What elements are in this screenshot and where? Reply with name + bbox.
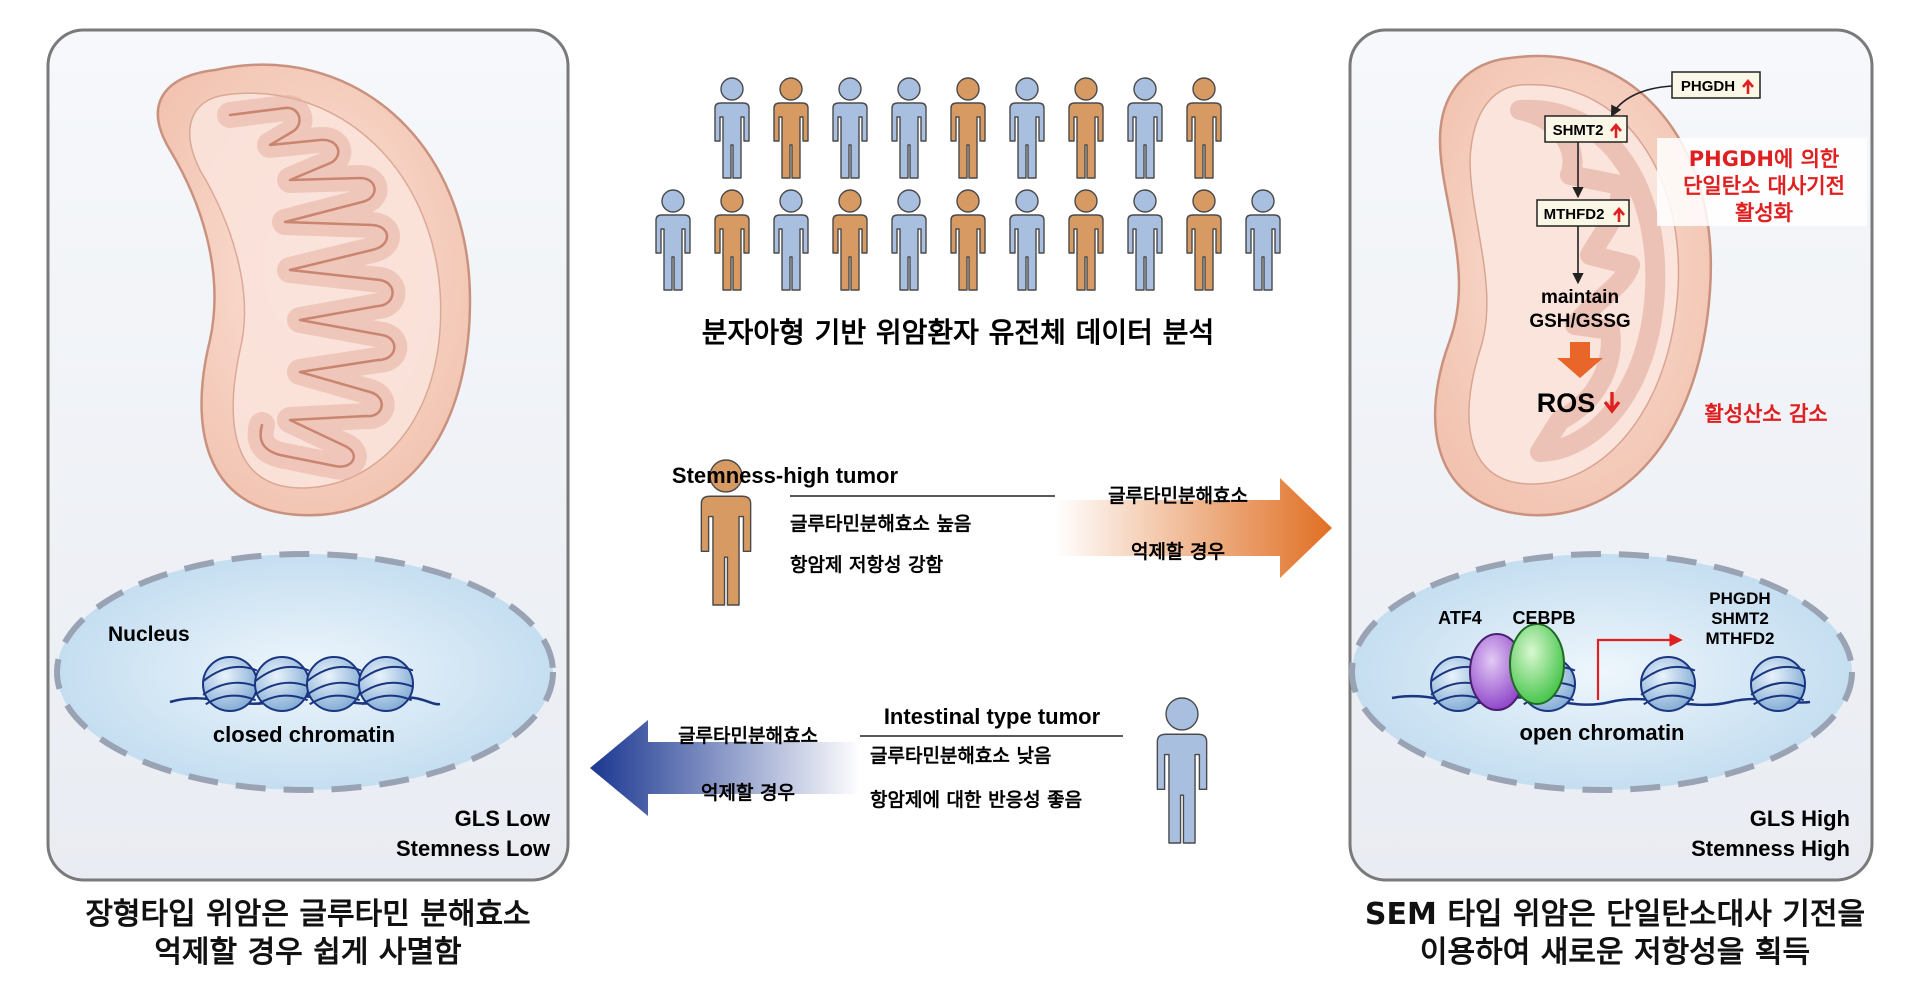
left-nucleus: Nucleus closed chromatin: [54, 551, 556, 793]
patient-figure: [891, 189, 927, 291]
one-carbon-pathway: PHGDH SHMT2 MTHFD2 maintain GSH/GSSG ROS: [1529, 71, 1761, 418]
intestinal-patient-icon: [1156, 697, 1208, 844]
patient-figure: [1127, 189, 1163, 291]
left-status-stemness: Stemness Low: [396, 836, 551, 861]
right-arrow-bottom-label: 억제할 경우: [1131, 540, 1225, 563]
maintain-label: maintain: [1541, 287, 1619, 308]
left-status-gls: GLS Low: [455, 806, 551, 831]
left-arrow-top-label: 글루타민분해효소: [678, 725, 818, 747]
intestinal-line1: 글루타민분해효소 낮음: [870, 745, 1051, 767]
left-mitochondrion: [156, 63, 472, 517]
right-caption-line2: 이용하여 새로운 저항성을 획득: [1419, 935, 1811, 970]
cebpb-label: CEBPB: [1512, 608, 1575, 628]
nucleus-label: Nucleus: [108, 623, 190, 646]
phgdh-up-icon: [1742, 78, 1754, 94]
nucleosome: [358, 656, 414, 712]
stemness-high-line1: 글루타민분해효소 높음: [790, 513, 971, 535]
right-status-gls: GLS High: [1750, 806, 1850, 831]
right-nucleus: ATF4 CEBPB PHGDH SHMT2 MTHFD2 open chrom…: [1349, 551, 1855, 793]
ros-label: ROS: [1537, 388, 1596, 418]
open-chromatin-label: open chromatin: [1519, 720, 1684, 745]
patient-figure: [891, 77, 927, 179]
patient-figure: [950, 77, 986, 179]
patient-figure: [714, 77, 750, 179]
ros-annotation: 활성산소 감소: [1704, 402, 1827, 426]
intestinal-title: Intestinal type tumor: [884, 704, 1101, 729]
patient-figure: [950, 189, 986, 291]
patient-figure: [1127, 77, 1163, 179]
nucleosome: [1750, 656, 1806, 712]
left-caption: 장형타입 위암은 글루타민 분해효소 억제할 경우 쉽게 사멸함: [48, 896, 568, 972]
patient-figure: [832, 189, 868, 291]
ros-down-icon: [1603, 392, 1621, 414]
annotation-line1: PHGDH에 의한: [1689, 147, 1839, 171]
patient-figure: [773, 77, 809, 179]
right-arrow-top-label: 글루타민분해효소: [1108, 485, 1248, 507]
decrease-arrow-icon: [1557, 342, 1603, 378]
shmt2-up-icon: [1610, 122, 1622, 138]
phgdh-label: PHGDH: [1681, 78, 1735, 95]
patient-figure: [1068, 189, 1104, 291]
inhibition-arrow-right: [1055, 478, 1332, 578]
intestinal-line2: 항암제에 대한 반응성 좋음: [870, 789, 1082, 811]
left-caption-line1: 장형타입 위암은 글루타민 분해효소: [85, 897, 531, 932]
stemness-high-patient-icon: [700, 459, 752, 606]
patient-figure: [1068, 77, 1104, 179]
right-caption-line1: SEM 타입 위암은 단일탄소대사 기전을: [1364, 897, 1866, 932]
gsh-gssg-label: GSH/GSSG: [1529, 311, 1630, 332]
patient-figure: [773, 189, 809, 291]
target-gene-1: PHGDH: [1709, 589, 1770, 608]
right-mitochondrion: [1433, 55, 1713, 517]
patient-figure: [1186, 77, 1222, 179]
right-caption: SEM 타입 위암은 단일탄소대사 기전을 이용하여 새로운 저항성을 획득: [1330, 896, 1900, 972]
mthfd2-up-icon: [1613, 206, 1625, 222]
patient-figure: [1186, 189, 1222, 291]
mthfd2-box: [1536, 199, 1630, 227]
target-gene-3: MTHFD2: [1706, 629, 1775, 648]
patient-figure: [1009, 189, 1045, 291]
annotation-line3: 활성화: [1735, 201, 1794, 225]
left-caption-line2: 억제할 경우 쉽게 사멸함: [154, 935, 462, 970]
patient-crowd: [655, 77, 1281, 291]
target-gene-2: SHMT2: [1711, 609, 1769, 628]
closed-chromatin-label: closed chromatin: [213, 722, 395, 747]
mthfd2-label: MTHFD2: [1544, 206, 1605, 223]
shmt2-label: SHMT2: [1553, 122, 1604, 139]
cebpb-factor: [1509, 623, 1565, 705]
inhibition-arrow-left: [590, 720, 860, 816]
stemness-high-line2: 항암제 저항성 강함: [790, 554, 944, 576]
atf4-label: ATF4: [1438, 608, 1482, 628]
patient-figure: [714, 189, 750, 291]
nucleosome: [254, 656, 310, 712]
patient-figure: [832, 77, 868, 179]
patient-figure: [1245, 189, 1281, 291]
left-arrow-bottom-label: 억제할 경우: [701, 781, 795, 804]
transcription-arrow-icon: [1596, 633, 1683, 700]
nucleosome: [202, 656, 258, 712]
patient-figure: [655, 189, 691, 291]
patient-figure: [700, 459, 752, 606]
nucleosome: [1640, 656, 1696, 712]
closed-chromatin-nucleosomes: [202, 656, 414, 712]
analysis-title: 분자아형 기반 위암환자 유전체 데이터 분석: [702, 316, 1214, 349]
right-status-stemness: Stemness High: [1691, 836, 1850, 861]
annotation-backdrop: [1657, 138, 1867, 226]
annotation-line2: 단일탄소 대사기전: [1683, 174, 1845, 198]
patient-figure: [1009, 77, 1045, 179]
patient-figure: [1156, 697, 1208, 844]
nucleosome: [306, 656, 362, 712]
stemness-high-title: Stemness-high tumor: [672, 463, 899, 488]
